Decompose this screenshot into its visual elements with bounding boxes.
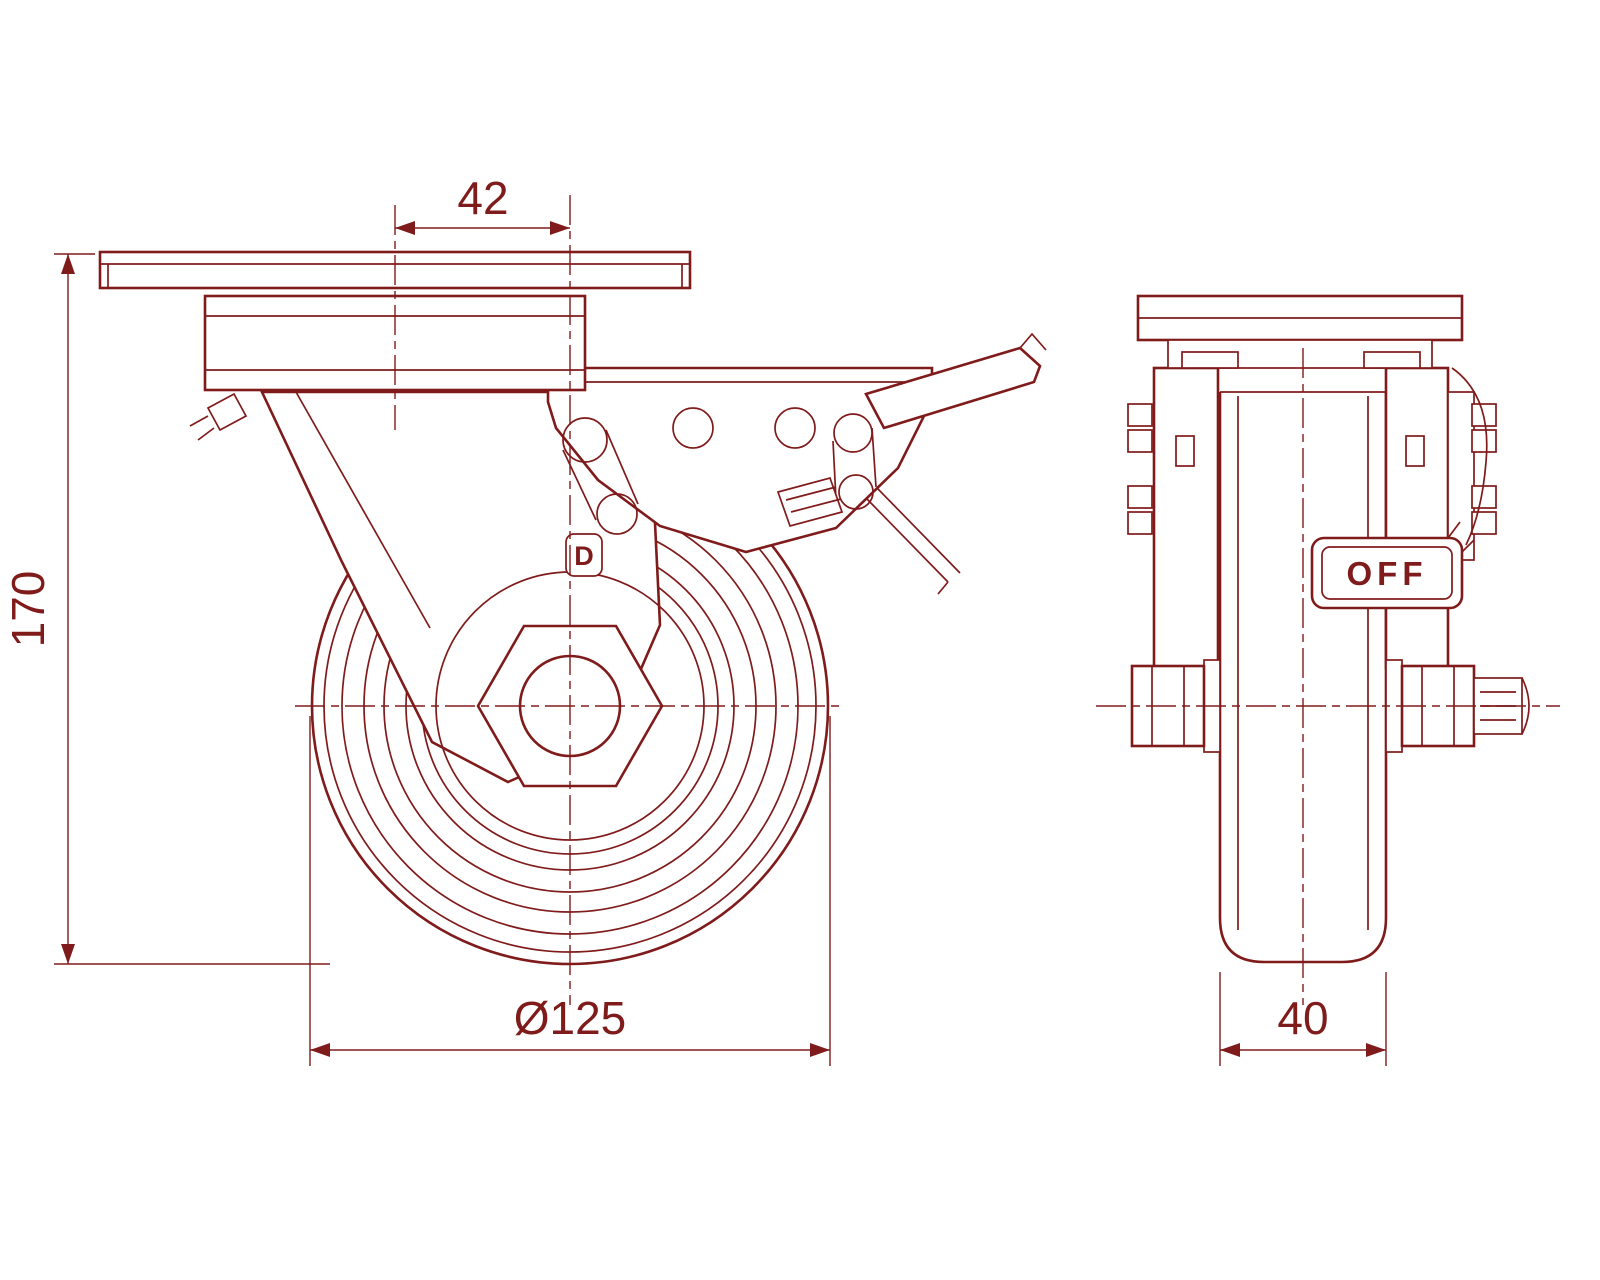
dimension-plate-offset: 42: [395, 172, 570, 235]
brake-lever: [864, 346, 1042, 430]
leg-nut: [1405, 435, 1425, 467]
front-view: D: [98, 250, 1047, 966]
side-fork-legs: [1127, 366, 1497, 670]
dimension-overall-height: 170: [2, 253, 330, 965]
bolt-head: [1127, 429, 1153, 453]
brake-pivot-hole: [596, 493, 638, 535]
logo-letter: D: [574, 541, 594, 571]
bolt-head: [1471, 485, 1497, 509]
dimension-label-42: 42: [457, 172, 508, 224]
brake-off-label: OFF: [1347, 555, 1428, 592]
dimension-wheel-diameter: Ø125: [309, 716, 831, 1066]
dimension-label-170: 170: [2, 571, 54, 648]
dimension-label-diameter-125: Ø125: [514, 992, 627, 1044]
logo-badge: [565, 533, 603, 577]
bolt-head: [1471, 511, 1497, 535]
brake-pivot-hole: [838, 474, 874, 510]
leg-nut: [1175, 435, 1195, 467]
bolt-head: [1471, 429, 1497, 453]
dimensions: 42 170 Ø125 40: [2, 172, 1387, 1066]
center-lines: [295, 195, 1560, 1005]
dimension-wheel-width: 40: [1219, 972, 1387, 1066]
bolt-head: [1127, 511, 1153, 535]
brake-assembly: [546, 332, 1047, 595]
side-raceway: [1136, 294, 1488, 546]
bolt-head: [1127, 485, 1153, 509]
dimension-label-40: 40: [1277, 992, 1328, 1044]
brake-pedal: OFF: [1310, 521, 1475, 610]
side-view: OFF: [1127, 294, 1530, 964]
brake-release-handle: [1451, 367, 1488, 546]
brake-pivot-hole: [562, 417, 608, 463]
brake-pivot-hole: [774, 407, 816, 449]
grease-fitting: [189, 392, 248, 441]
brake-pivot-hole: [672, 407, 714, 449]
bolt-head: [1127, 403, 1153, 427]
